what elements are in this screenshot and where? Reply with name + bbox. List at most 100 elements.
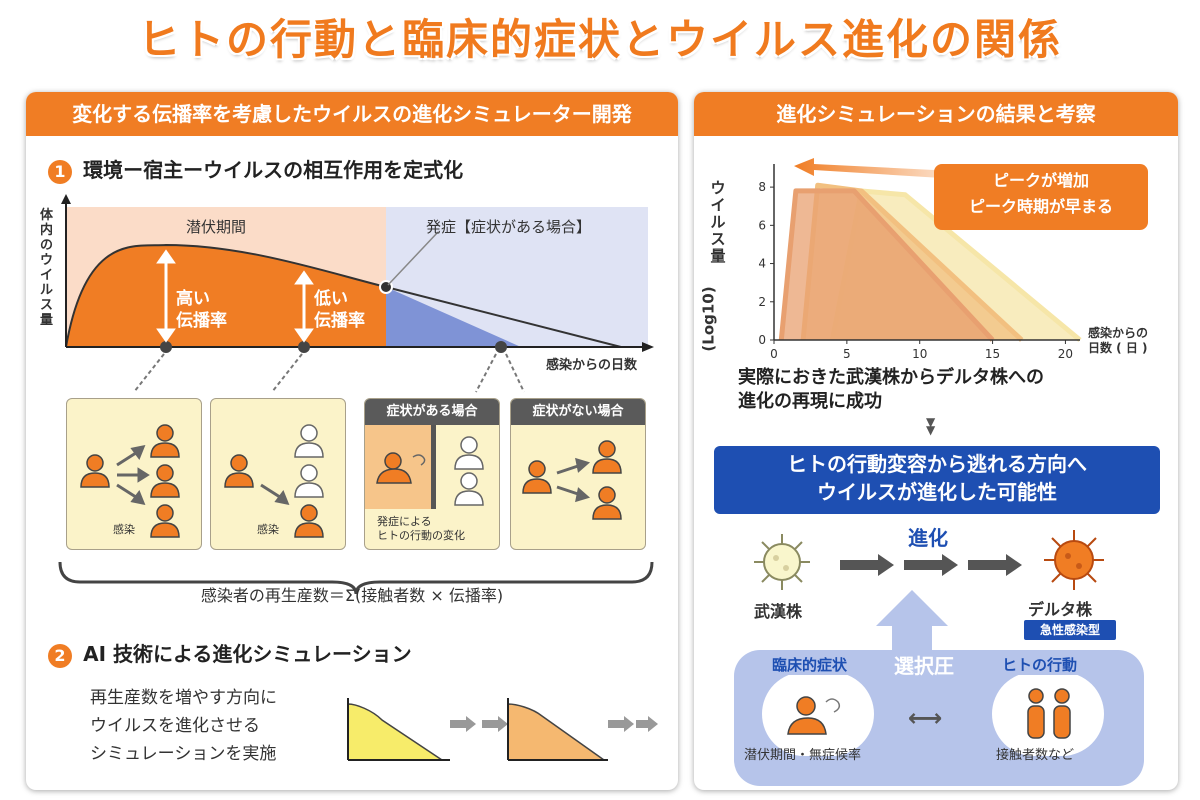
callout-line1: ピークが増加 (992, 171, 1089, 190)
chart-ylabel-line1: ウイルス量 (710, 179, 726, 265)
low-rate-label: 低い 伝播率 (314, 288, 365, 332)
viral-load-curve (65, 243, 622, 348)
card-asymptomatic: 症状がない場合 (510, 398, 646, 550)
y-axis-arrow (61, 194, 71, 204)
y-tick-label-2: 2 (758, 295, 766, 309)
cough-icon (787, 696, 841, 735)
dashed-pointers (133, 353, 525, 393)
low-rate-line1: 低い (314, 289, 348, 309)
infection-spread-illustration (80, 424, 180, 538)
y-tick-label-6: 6 (758, 218, 766, 232)
right-panel: 進化シミュレーションの結果と考察 0 2 4 6 8 0 5 10 15 20 ウイルス量 (Lo… (694, 92, 1178, 790)
factor-b-circle (992, 672, 1104, 756)
result-line1: 実際におきた武漢株からデルタ株への (738, 367, 1044, 388)
sample-point-2 (298, 341, 310, 353)
result-text: 実際におきた武漢株からデルタ株への 進化の再現に成功 (738, 366, 1044, 414)
card-1-caption: 感染 (113, 523, 135, 536)
factor-a-label: 臨床的症状 (770, 654, 850, 675)
y-tick-label-4: 4 (758, 257, 766, 271)
x-tick-label-20: 20 (1058, 347, 1073, 361)
x-tick-label-15: 15 (985, 347, 1000, 361)
card-symptomatic: 症状がある場合 発症による ヒトの行動の変化 (364, 398, 500, 550)
factor-b-sub: 接触者数など (996, 748, 1075, 763)
section-1-number: 1 (48, 160, 72, 184)
viral-load-area-incubation (66, 245, 386, 347)
brace (58, 561, 654, 595)
card-3-caption-1: 発症による (377, 515, 432, 528)
series-area-0 (781, 190, 993, 340)
section-1-heading: 1 環境ー宿主ーウイルスの相互作用を定式化 (48, 154, 463, 184)
pressure-label: 選択圧 (894, 654, 954, 678)
simulation-illustration (347, 698, 658, 761)
low-spread-illustration (224, 424, 324, 538)
high-rate-label: 高い 伝播率 (176, 288, 227, 332)
onset-label: 発症【症状がある場合】 (426, 218, 592, 236)
high-rate-arrow (156, 249, 176, 343)
sample-point-1 (160, 341, 172, 353)
card-divider (431, 425, 436, 509)
card-3-header: 症状がある場合 (365, 399, 499, 425)
chart-callout: ピークが増加 ピーク時期が早まる (934, 164, 1148, 230)
card-3-caption-2: ヒトの行動の変化 (377, 529, 465, 542)
onset-pointer (387, 231, 439, 286)
graph-xlabel: 感染からの日数 (546, 358, 638, 373)
y-tick-label-0: 0 (758, 333, 766, 347)
simulation-chart: 0 2 4 6 8 0 5 10 15 20 (758, 164, 1082, 361)
conclusion-box: ヒトの行動変容から逃れる方向へ ウイルスが進化した可能性 (714, 446, 1160, 514)
left-panel: 変化する伝播率を考慮したウイルスの進化シミュレーター開発 1 環境ー宿主ーウイル… (26, 92, 678, 790)
symptom-illustration (376, 436, 484, 506)
section-2-title: AI 技術による進化シミュレーション (83, 642, 412, 666)
wuhan-virus-icon (754, 534, 810, 590)
factor-a-circle (762, 672, 874, 756)
x-axis-arrow (642, 342, 654, 352)
strain-a-label: 武漢株 (754, 602, 803, 621)
section-1-title: 環境ー宿主ーウイルスの相互作用を定式化 (83, 158, 464, 182)
section-2-heading: 2 AI 技術による進化シミュレーション (48, 638, 412, 668)
factor-b-label: ヒトの行動 (1000, 654, 1080, 675)
sim-line-2: ウイルスを進化させる (90, 716, 260, 736)
low-rate-arrow (294, 270, 314, 343)
low-rate-line2: 伝播率 (314, 311, 365, 331)
chart-xlabel: 感染からの 日数 ( 日 ) (1088, 326, 1148, 356)
strain-b-label: デルタ株 (1028, 600, 1093, 619)
interaction-arrow: ⟷ (908, 704, 943, 732)
section-2-number: 2 (48, 644, 72, 668)
evolution-label: 進化 (908, 526, 948, 550)
left-panel-header: 変化する伝播率を考慮したウイルスの進化シミュレーター開発 (26, 92, 678, 136)
chart-ylabel: ウイルス量 (708, 180, 728, 265)
x-tick-label-10: 10 (912, 347, 927, 361)
series-line-0 (778, 188, 995, 342)
sample-point-3 (495, 341, 507, 353)
factor-a-sub: 潜伏期間・無症候率 (744, 748, 862, 763)
high-rate-line2: 伝播率 (176, 311, 227, 331)
conclusion-line1: ヒトの行動変容から逃れる方向へ (787, 452, 1087, 476)
x-tick-label-5: 5 (843, 347, 851, 361)
right-panel-header: 進化シミュレーションの結果と考察 (694, 92, 1178, 136)
x-tick-label-0: 0 (770, 347, 778, 361)
people-icon (1027, 688, 1071, 739)
trend-arrow (794, 158, 974, 180)
evolution-arrows (840, 554, 1022, 576)
incubation-label: 潜伏期間 (186, 218, 247, 236)
y-tick-label-8: 8 (758, 180, 766, 194)
down-chevrons: ▼▼ (926, 415, 936, 437)
result-line2: 進化の再現に成功 (738, 391, 882, 412)
chart-xlabel-line1: 感染からの (1088, 326, 1149, 340)
card-2-caption: 感染 (257, 523, 279, 536)
chart-ylabel-unit: (Log10) (699, 286, 718, 352)
chart-xlabel-line2: 日数 ( 日 ) (1088, 341, 1148, 355)
asymptomatic-illustration (522, 440, 622, 520)
card-4-header: 症状がない場合 (511, 399, 645, 425)
conclusion-line2: ウイルスが進化した可能性 (817, 480, 1057, 504)
card-high-transmission: 感染 (66, 398, 202, 550)
simulation-text: 再生産数を増やす方向に ウイルスを進化させる シミュレーションを実施 (90, 684, 277, 768)
callout-line2: ピーク時期が早まる (968, 197, 1113, 216)
sim-line-1: 再生産数を増やす方向に (90, 688, 277, 708)
graph-ylabel: 体内のウイルス量 (40, 208, 54, 328)
delta-virus-icon (1044, 530, 1104, 590)
card-low-transmission: 感染 (210, 398, 346, 550)
sim-line-3: シミュレーションを実施 (90, 744, 277, 764)
viral-load-area-onset (386, 287, 521, 347)
viral-load-graph (61, 194, 654, 393)
strain-b-badge: 急性感染型 (1024, 620, 1116, 640)
